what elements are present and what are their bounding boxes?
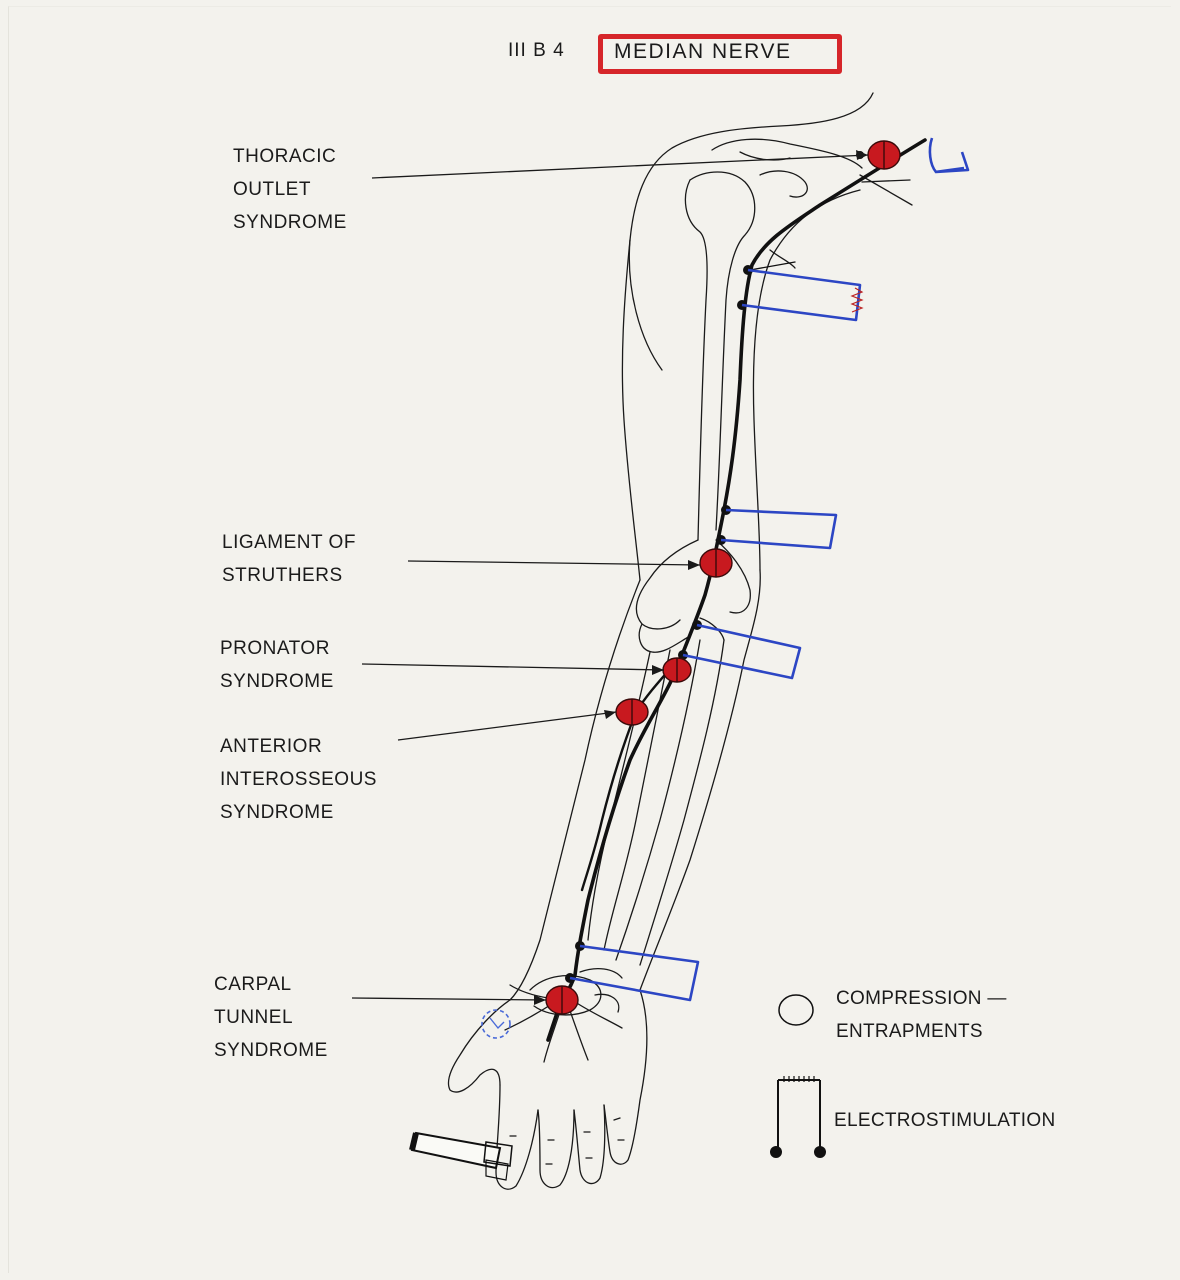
leader-carpal <box>352 998 546 1000</box>
label-thoracic-outlet-syndrome: THORACIC OUTLET SYNDROME <box>233 140 347 239</box>
label-ligament-of-struthers: LIGAMENT OF STRUTHERS <box>222 526 356 592</box>
leader-thoracic <box>372 155 868 178</box>
label-pronator-syndrome: PRONATOR SYNDROME <box>220 632 334 698</box>
legend-compression-label: COMPRESSION — ENTRAPMENTS <box>836 982 1007 1048</box>
leader-struthers <box>408 561 700 565</box>
legend-electrostimulation-label: ELECTROSTIMULATION <box>834 1104 1055 1137</box>
electrode-upper-arm <box>742 270 860 320</box>
site-crosslines <box>562 141 884 1014</box>
leader-interosseous <box>398 712 616 740</box>
thenar-dashed-circle <box>482 1010 510 1038</box>
electrode-shoulder <box>930 138 968 172</box>
legend-electrode-icon <box>778 1080 820 1150</box>
median-nerve <box>548 140 925 1040</box>
leader-pronator <box>362 664 664 670</box>
label-carpal-tunnel-syndrome: CARPAL TUNNEL SYNDROME <box>214 968 328 1067</box>
leader-lines <box>352 155 868 1000</box>
label-anterior-interosseous-syndrome: ANTERIOR INTEROSSEOUS SYNDROME <box>220 730 377 829</box>
compression-sites <box>546 141 900 1014</box>
electrode-wrist <box>570 946 698 1000</box>
legend-circle-icon <box>779 995 813 1025</box>
legend-symbols <box>770 995 826 1158</box>
electrode-above-elbow <box>721 510 836 548</box>
